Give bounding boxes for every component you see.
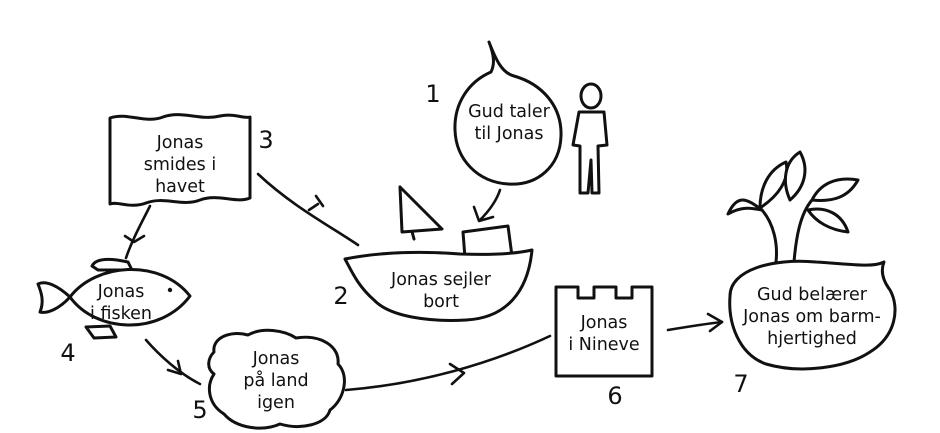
step-7-label-line-1: Gud belærer xyxy=(757,285,868,305)
fish-eye xyxy=(167,287,173,293)
step-7-speech-bubble xyxy=(728,259,897,371)
step-2-boat xyxy=(343,185,534,322)
step-5-number: 5 xyxy=(192,396,207,424)
arrow-6-to-7 xyxy=(666,312,724,333)
step-5-label-line-2: på land xyxy=(243,370,308,391)
step-6-castle-tower xyxy=(554,285,654,378)
step-1-speech-bubble xyxy=(453,40,563,186)
step-3-label-line-3: havet xyxy=(155,177,205,197)
step-7-plant xyxy=(726,150,860,264)
step-7-label-line-2: Jonas om barm- xyxy=(742,307,881,327)
step-7-label-line-3: hjertighed xyxy=(767,329,857,349)
arrow-2-to-3 xyxy=(256,172,360,247)
arrow-1-to-2 xyxy=(472,188,502,223)
step-1-label-line-2: til Jonas xyxy=(475,124,544,144)
step-2-label-line-1: Jonas sejler xyxy=(390,270,492,290)
step-3-label-line-1: Jonas xyxy=(156,133,204,153)
step-7-number: 7 xyxy=(733,370,748,398)
step-3-label-line-2: smides i xyxy=(144,155,216,175)
arrow-3-to-4 xyxy=(123,204,152,260)
person-icon xyxy=(571,82,609,195)
step-4-fish xyxy=(36,257,192,340)
step-5-label-line-3: igen xyxy=(257,393,295,413)
step-5-label-line-1: Jonas xyxy=(252,349,300,369)
step-1-number: 1 xyxy=(425,80,440,108)
step-2-number: 2 xyxy=(333,282,348,310)
step-3-number: 3 xyxy=(258,126,273,154)
step-6-number: 6 xyxy=(607,382,622,410)
step-5-land-blob xyxy=(207,328,346,430)
arrow-4-to-5 xyxy=(144,338,202,386)
step-4-label-line-1: Jonas xyxy=(97,282,145,302)
step-1-label-line-1: Gud taler xyxy=(468,102,551,122)
arrow-5-to-6 xyxy=(344,334,552,392)
step-4-label-line-2: i fisken xyxy=(90,304,152,324)
step-4-number: 4 xyxy=(60,339,75,367)
step-2-label-line-2: bort xyxy=(423,292,459,312)
step-6-label-line-2: i Nineve xyxy=(568,335,639,355)
step-3-wave-banner xyxy=(108,113,252,207)
step-6-label-line-1: Jonas xyxy=(580,313,628,333)
